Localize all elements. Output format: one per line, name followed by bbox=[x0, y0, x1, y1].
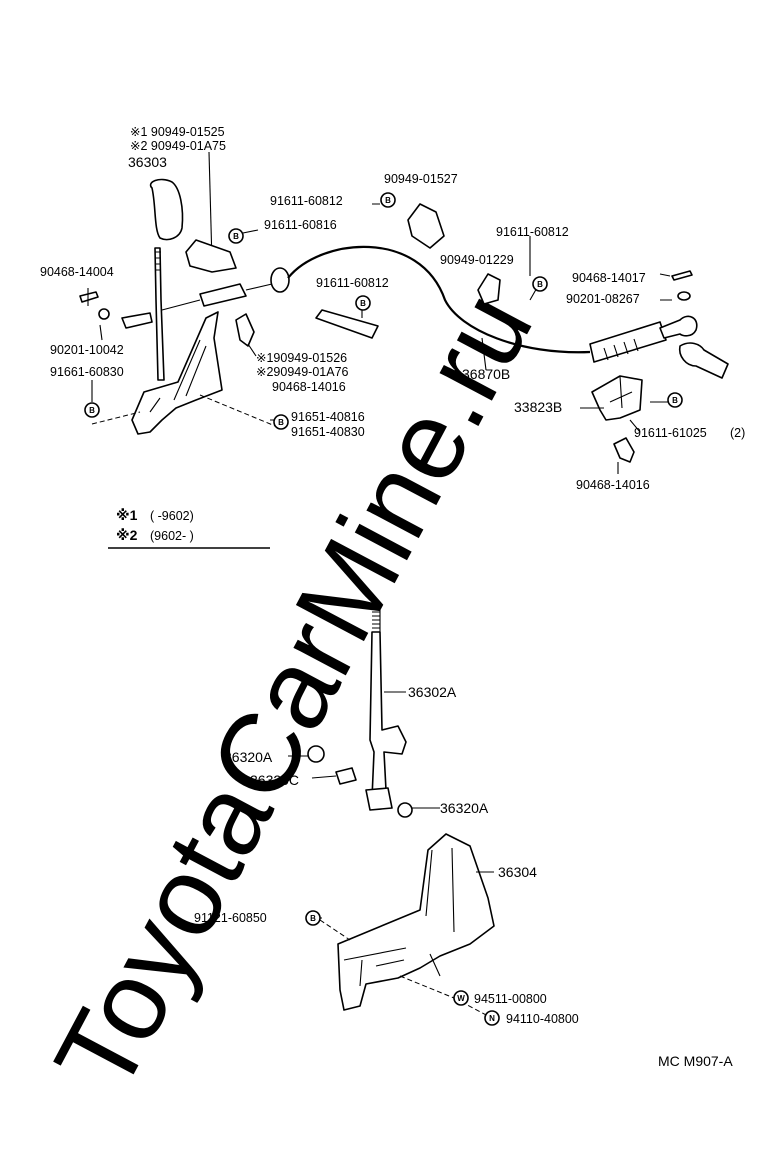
label-clip-mid1: ※190949-01526 bbox=[256, 351, 347, 365]
lower-base-dashed bbox=[319, 919, 489, 1017]
svg-text:B: B bbox=[537, 280, 543, 289]
label-base: 36304 bbox=[498, 864, 537, 880]
label-knob: 36303 bbox=[128, 154, 167, 170]
svg-text:N: N bbox=[489, 1014, 495, 1023]
svg-text:B: B bbox=[672, 396, 678, 405]
cable-adjuster bbox=[589, 321, 667, 363]
svg-text:B: B bbox=[278, 418, 284, 427]
bushing-a-left bbox=[307, 745, 325, 763]
label-clip-top: 90949-01527 bbox=[384, 172, 458, 186]
cable-clamp-b bbox=[315, 309, 379, 339]
label-washer-a: 90201-10042 bbox=[50, 343, 124, 357]
cotter-pin-b bbox=[671, 270, 693, 281]
label-lever: 36302A bbox=[408, 684, 457, 700]
upper-shift-base bbox=[131, 311, 223, 435]
svg-text:B: B bbox=[385, 196, 391, 205]
washer-b-shape bbox=[677, 291, 691, 301]
svg-text:B: B bbox=[233, 232, 239, 241]
legend-range-2: (9602- ) bbox=[150, 529, 194, 543]
label-bushing-a: 36320A bbox=[224, 749, 273, 765]
watermark: ToyotaCarMine.ru bbox=[31, 272, 556, 1111]
cotter-pin-a bbox=[79, 291, 99, 303]
label-base-bolt: 91121-60850 bbox=[194, 911, 267, 925]
bolt-marker-clip-top: B bbox=[380, 192, 396, 208]
bolt-marker-lower: B bbox=[305, 910, 321, 926]
label-bolt-bracket: 91611-61025 bbox=[634, 426, 707, 440]
label-bracket: 33823B bbox=[514, 399, 562, 415]
bolt-marker-knob: B bbox=[228, 228, 244, 244]
upper-base-dashed bbox=[91, 394, 281, 429]
bolt-marker-clamp-b: B bbox=[355, 295, 371, 311]
washer-a bbox=[98, 308, 110, 320]
knob-leader bbox=[208, 151, 213, 263]
cable-end-fitting bbox=[199, 283, 247, 307]
clip-top bbox=[407, 203, 445, 249]
bolt-marker-bracket: B bbox=[667, 392, 683, 408]
label-cable: 36870B bbox=[462, 366, 510, 382]
cable-rod-end bbox=[659, 315, 698, 339]
label-bushing-c: 36320C bbox=[250, 772, 299, 788]
clevis-pin bbox=[121, 312, 153, 329]
lower-shift-lever bbox=[369, 631, 407, 801]
label-knob-cap2: ※2 90949-01A75 bbox=[130, 139, 226, 153]
bolt-marker-mount: B bbox=[273, 414, 289, 430]
upper-base-detail bbox=[149, 339, 207, 413]
legend-mark-1: ※1 bbox=[116, 507, 138, 523]
label-bolt-clamp-b: 91611-60816 bbox=[264, 218, 337, 232]
cable-clamp-a bbox=[185, 239, 237, 273]
label-clip-bottom: 90468-14016 bbox=[576, 478, 650, 492]
label-base-washer: 94511-00800 bbox=[474, 992, 547, 1006]
bushing-a-right bbox=[397, 802, 413, 818]
label-cotter-pin-a: 90468-14004 bbox=[40, 265, 114, 279]
lower-shift-base bbox=[337, 833, 495, 1011]
label-bolt-mount2: 91651-40830 bbox=[291, 425, 365, 439]
transmission-stub bbox=[678, 342, 729, 379]
label-bolt-clamp-c: 91611-60812 bbox=[316, 276, 389, 290]
upper-shift-lever bbox=[154, 247, 165, 381]
cable-grommet bbox=[270, 267, 290, 293]
label-clip-mid3: 90468-14016 bbox=[272, 380, 346, 394]
label-bushing-a2: 36320A bbox=[440, 800, 489, 816]
clip-bottom bbox=[613, 437, 635, 463]
label-base-nut: 94110-40800 bbox=[506, 1012, 579, 1026]
lever-thread bbox=[155, 251, 161, 271]
label-knob-cap1: ※1 90949-01525 bbox=[130, 125, 225, 139]
lever-bottom-tube bbox=[365, 787, 393, 811]
bolt-marker-base: B bbox=[84, 402, 100, 418]
svg-text:B: B bbox=[310, 914, 316, 923]
washer-marker-lower: W bbox=[453, 990, 469, 1006]
legend-range-1: ( -9602) bbox=[150, 509, 194, 523]
clip-mid bbox=[235, 313, 255, 347]
bushing-c bbox=[335, 767, 357, 785]
label-bolt-mount1: 91651-40816 bbox=[291, 410, 365, 424]
svg-text:W: W bbox=[457, 994, 465, 1003]
label-washer-b: 90201-08267 bbox=[566, 292, 640, 306]
label-bolt-bracket-right: 91611-60812 bbox=[496, 225, 569, 239]
legend: ※1 ( -9602) ※2 (9602- ) bbox=[108, 507, 270, 549]
drawing-code: MC M907-A bbox=[658, 1053, 733, 1069]
bolt-marker-right: B bbox=[532, 276, 548, 292]
shift-knob bbox=[149, 178, 184, 241]
label-cotter-pin-b: 90468-14017 bbox=[572, 271, 646, 285]
svg-text:B: B bbox=[89, 406, 95, 415]
svg-text:B: B bbox=[360, 299, 366, 308]
label-bolt-clamp-a: 91611-60812 bbox=[270, 194, 343, 208]
label-clip-right: 90949-01229 bbox=[440, 253, 514, 267]
cable-bracket bbox=[591, 375, 643, 421]
legend-mark-2: ※2 bbox=[116, 527, 138, 543]
nut-marker-lower: N bbox=[484, 1010, 500, 1026]
label-bolt-base: 91661-60830 bbox=[50, 365, 124, 379]
shift-cable bbox=[287, 245, 591, 354]
clip-right bbox=[477, 273, 501, 305]
label-clip-mid2: ※290949-01A76 bbox=[256, 365, 349, 379]
label-bolt-bracket-qty: (2) bbox=[730, 426, 745, 440]
